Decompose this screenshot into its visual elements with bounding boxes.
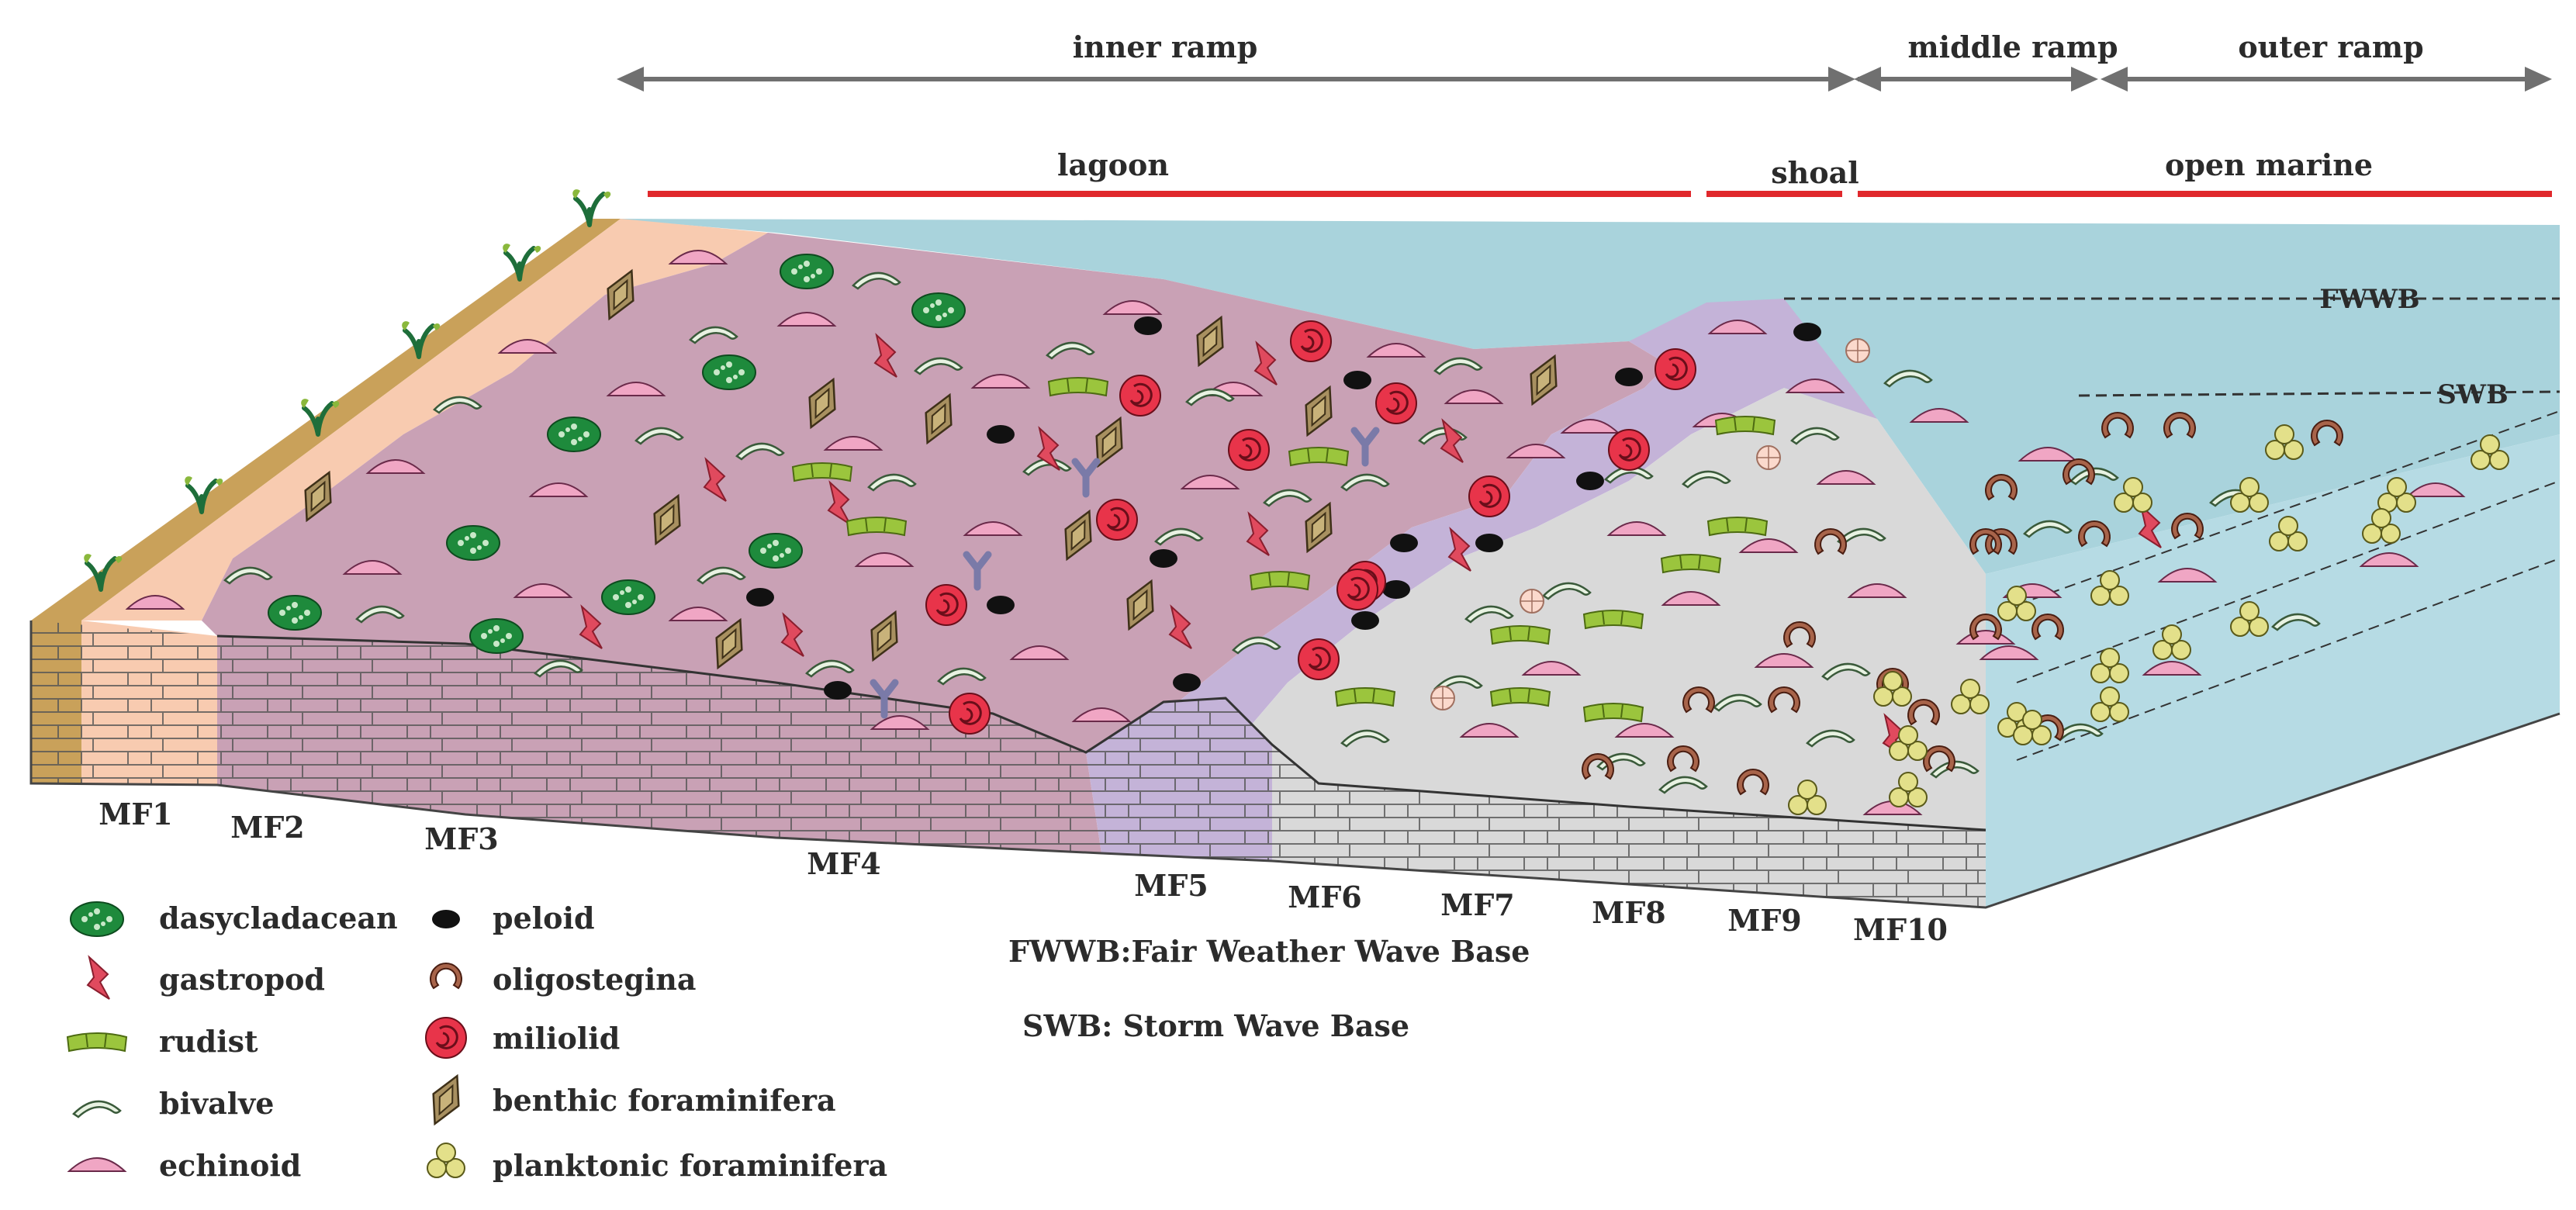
water-front-face xyxy=(1986,434,2560,908)
swb-dash-3 xyxy=(2016,558,2560,761)
zone-mf3-4-surface xyxy=(202,233,1668,752)
planktonic-foraminifera-icon xyxy=(427,1143,465,1178)
fwwb-note: FWWB:Fair Weather Wave Base xyxy=(1008,934,1530,969)
miliolid-icon xyxy=(424,1016,468,1060)
legend-label: bivalve xyxy=(159,1086,274,1121)
mf-label: MF1 xyxy=(99,797,172,831)
legend-item-bivalve: bivalve xyxy=(72,1086,274,1121)
legend-label: echinoid xyxy=(159,1148,301,1183)
legend-item-echinoid: echinoid xyxy=(68,1148,301,1183)
water-surface xyxy=(613,219,2560,574)
block-outline xyxy=(29,621,2560,909)
zone-mf2-surface xyxy=(81,219,768,621)
mf-label: MF4 xyxy=(807,846,880,881)
brick-overlay xyxy=(31,621,1986,908)
mf-label: MF10 xyxy=(1853,912,1948,947)
legend-label: rudist xyxy=(159,1024,258,1059)
mf-label: MF7 xyxy=(1440,887,1514,922)
mf-label: MF9 xyxy=(1727,903,1801,938)
legend-item-rudist: rudist xyxy=(67,1024,258,1059)
zone-basin-surface xyxy=(1195,388,1986,830)
legend-item-miliolid: miliolid xyxy=(424,1016,620,1060)
rudist-icon xyxy=(67,1032,127,1052)
legend-item-peloid: peloid xyxy=(432,901,595,935)
legend-item-planktonic-foraminifera: planktonic foraminifera xyxy=(427,1143,887,1183)
mf-label: MF5 xyxy=(1134,868,1208,903)
block-model xyxy=(29,189,2560,909)
open-marine-label: open marine xyxy=(2165,147,2373,182)
mf-label: MF6 xyxy=(1288,880,1361,914)
outer-ramp-label: outer ramp xyxy=(2238,29,2423,64)
legend-item-dasycladacean: dasycladacean xyxy=(70,901,398,937)
legend-item-benthic-foraminifera: benthic foraminifera xyxy=(421,1069,836,1131)
legend-item-oligostegina: oligostegina xyxy=(430,962,697,997)
dasycladacean-icon xyxy=(70,901,124,937)
legend-label: miliolid xyxy=(493,1021,620,1056)
legend-label: oligostegina xyxy=(493,962,697,997)
benthic-foraminifera-icon xyxy=(421,1069,471,1131)
echinoid-icon xyxy=(68,1157,126,1172)
mf-label: MF3 xyxy=(424,821,498,856)
lagoon-label: lagoon xyxy=(1057,147,1169,182)
swb-line xyxy=(2078,390,2560,397)
zone-mf1-surface xyxy=(31,219,621,621)
legend-label: peloid xyxy=(493,901,595,935)
outer-ramp-arrow xyxy=(2101,67,2552,92)
peloid-icon xyxy=(432,910,460,928)
bivalve-icon xyxy=(72,1100,122,1118)
fwwb-label: FWWB xyxy=(2319,284,2419,315)
legend-label: dasycladacean xyxy=(159,901,398,935)
microfacies-labels: MF1 MF2 MF3 MF4 MF5 MF6 MF7 MF8 MF9 MF10 xyxy=(99,797,1948,947)
middle-ramp-label: middle ramp xyxy=(1907,29,2118,64)
swb-label: SWB xyxy=(2437,379,2508,410)
seafloor-profile xyxy=(216,634,1986,831)
legend-label: gastropod xyxy=(159,962,325,997)
swb-dash-2 xyxy=(2016,480,2560,683)
legend-item-gastropod: gastropod xyxy=(87,956,325,1000)
inner-ramp-label: inner ramp xyxy=(1073,29,1258,64)
shoal-label: shoal xyxy=(1771,155,1859,190)
zone-mf5-surface xyxy=(1086,299,1877,768)
legend: dasycladacean gastropod rudist bivalve e… xyxy=(67,901,887,1183)
mf-label: MF2 xyxy=(230,810,304,845)
middle-ramp-arrow xyxy=(1854,67,2098,92)
legend-label: benthic foraminifera xyxy=(493,1083,836,1118)
mf-label: MF8 xyxy=(1592,895,1665,930)
legend-label: planktonic foraminifera xyxy=(493,1148,887,1183)
oligostegina-icon xyxy=(430,963,462,989)
gastropod-icon xyxy=(87,956,110,1000)
swb-note: SWB: Storm Wave Base xyxy=(1022,1008,1409,1043)
inner-ramp-arrow xyxy=(617,67,1855,92)
ramp-arrows xyxy=(617,67,2552,92)
